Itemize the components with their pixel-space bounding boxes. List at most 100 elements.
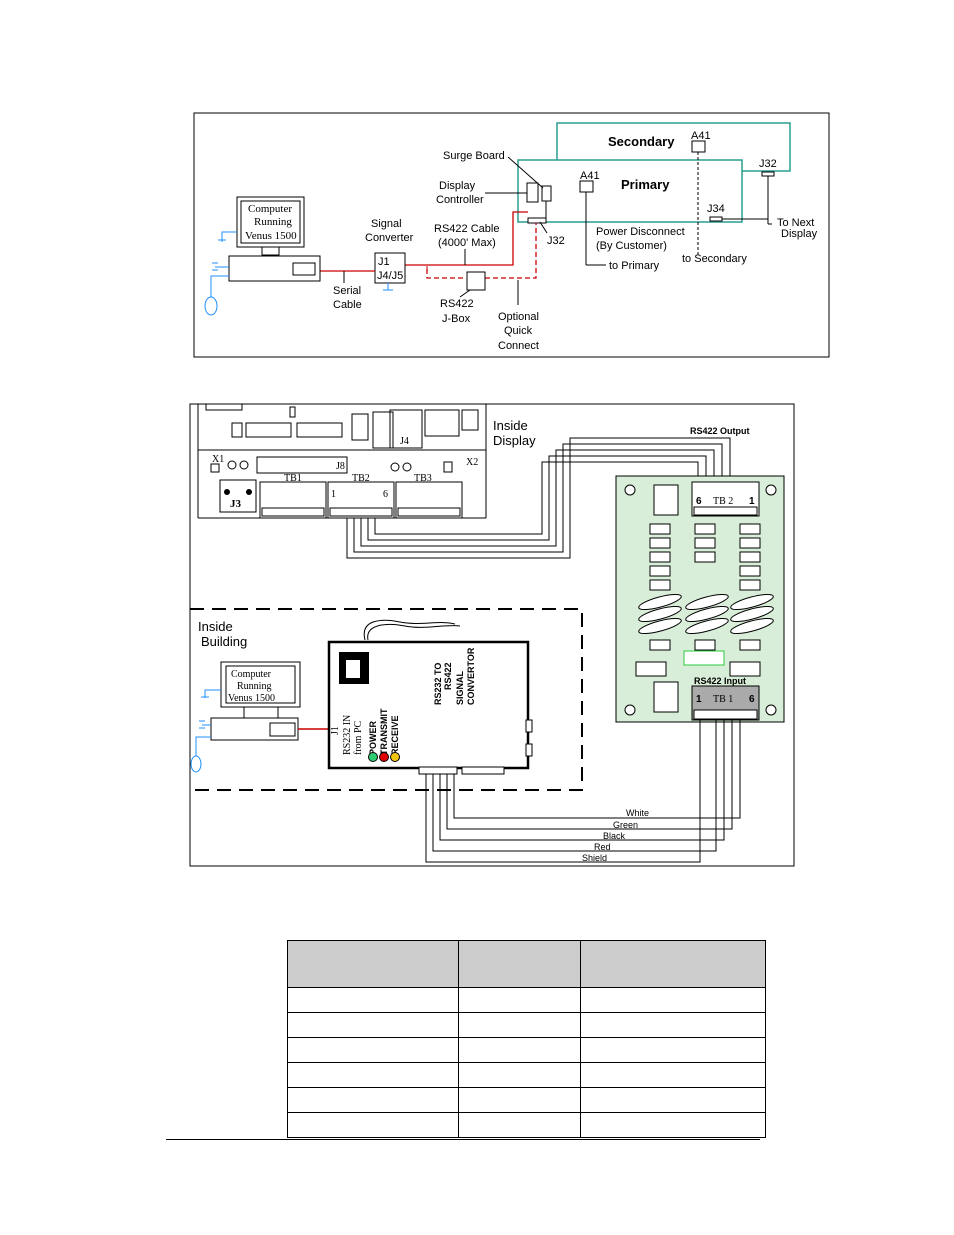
table-cell [458, 1112, 581, 1138]
signal-converter-label: Signal [371, 218, 402, 230]
wiring-table [287, 940, 766, 1138]
x1-label: X1 [212, 454, 224, 465]
wire-white-label: White [626, 808, 649, 818]
bottom-wiring-diagram: J4 J8 X1 X2 J3 TB1 TB2 TB3 1 6 Inside Di… [189, 403, 795, 867]
table-row [287, 1112, 766, 1138]
computer2-label-2: Running [237, 681, 271, 692]
tb1-right-pin1: 1 [696, 694, 702, 705]
convertor-title-4: CONVERTOR [466, 647, 476, 705]
table-header-cell [580, 940, 766, 988]
display-controller-label-2: Controller [436, 194, 484, 206]
table-cell [458, 987, 581, 1013]
tb1-board-label: TB1 [284, 473, 302, 484]
table-cell [580, 1112, 766, 1138]
table-cell [287, 1062, 459, 1088]
power-led [368, 752, 378, 762]
inside-display-label-2: Display [493, 433, 536, 448]
footer-rule [166, 1139, 760, 1140]
primary-cabinet [517, 159, 743, 223]
table-cell [458, 1037, 581, 1063]
table-row [287, 1012, 766, 1038]
display-controller-label: Display [439, 180, 476, 192]
rs422-output-label: RS422 Output [690, 426, 750, 436]
a41-primary-label: A41 [580, 170, 600, 182]
top-wiring-diagram: Secondary A41 Primary A41 J32 J34 Surge … [193, 112, 830, 358]
power-disconnect-label-2: (By Customer) [596, 240, 667, 252]
tb2-pin6-label: 6 [383, 489, 388, 500]
table-cell [580, 1062, 766, 1088]
table-cell [287, 1087, 459, 1113]
to-primary-label: to Primary [609, 260, 660, 272]
table-cell [458, 1062, 581, 1088]
table-header-cell [458, 940, 581, 988]
transmit-led [379, 752, 389, 762]
j4j5-label: J4/J5 [377, 270, 403, 282]
signal-converter-label-2: Converter [365, 232, 414, 244]
tb2-right-label: TB 2 [713, 496, 733, 507]
rs422-jbox [466, 271, 486, 291]
inside-building-label-2: Building [201, 634, 247, 649]
jbox-label-2: J-Box [442, 313, 471, 325]
wire-red-label: Red [594, 842, 611, 852]
computer-label: Computer [248, 203, 292, 215]
table-cell [580, 1012, 766, 1038]
inside-display-label: Inside [493, 418, 528, 433]
tb1-right-label: TB 1 [713, 694, 733, 705]
rs422-cable-label: RS422 Cable [434, 223, 499, 235]
table-cell [287, 1012, 459, 1038]
table-header-row [287, 940, 766, 988]
computer-label-2: Running [254, 216, 292, 228]
signal-converter-box [374, 252, 406, 284]
power-disconnect-label: Power Disconnect [596, 226, 685, 238]
table-header-cell [287, 940, 459, 988]
j34-label: J34 [707, 203, 725, 215]
table-row [287, 987, 766, 1013]
table-row [287, 1087, 766, 1113]
tb2-right-pin6: 6 [696, 496, 702, 507]
to-next-display-label-2: Display [781, 228, 818, 240]
display-controller-board: J4 J8 X1 X2 J3 TB1 TB2 TB3 1 6 [197, 403, 487, 519]
jbox-label: RS422 [440, 298, 474, 310]
primary-label: Primary [621, 177, 670, 192]
signal-convertor-box: RS232 TO RS422 SIGNAL CONVERTOR RS232 IN… [327, 619, 533, 775]
power-label: POWER [368, 720, 378, 755]
rs232-in-label: RS232 IN [342, 715, 353, 755]
receive-label: RECEIVE [390, 715, 400, 755]
table-cell [287, 987, 459, 1013]
tb2-pin1-label: 1 [331, 489, 336, 500]
wire-green-label: Green [613, 820, 638, 830]
x2-label: X2 [466, 457, 478, 468]
inside-building-label: Inside [198, 619, 233, 634]
wire-black-label: Black [603, 831, 626, 841]
j32-right-label: J32 [759, 158, 777, 170]
to-next-display-label: To Next [777, 217, 814, 229]
surge-board-label: Surge Board [443, 150, 505, 162]
a41-secondary-label: A41 [691, 130, 711, 142]
computer-label-3: Venus 1500 [245, 230, 297, 242]
table-cell [458, 1087, 581, 1113]
wire-shield-label: Shield [582, 853, 607, 863]
secondary-label: Secondary [608, 134, 675, 149]
j32-lower-label: J32 [547, 235, 565, 247]
tb3-board-label: TB3 [414, 473, 432, 484]
convertor-title: RS232 TO [433, 663, 443, 705]
rs422-input-label: RS422 Input [694, 676, 746, 686]
mouse-icon-2 [190, 755, 202, 773]
j1-label: J1 [378, 256, 390, 268]
to-secondary-label: to Secondary [682, 253, 747, 265]
convertor-title-2: RS422 [443, 662, 453, 690]
tb2-board-label: TB2 [352, 473, 370, 484]
serial-cable-label-2: Cable [333, 299, 362, 311]
mouse-icon [204, 296, 218, 316]
convertor-title-3: SIGNAL [455, 670, 465, 705]
table-cell [580, 1087, 766, 1113]
rs232-in-label-2: from PC [353, 721, 364, 756]
transmit-label: TRANSMIT [379, 708, 389, 755]
j32-lower-connector [527, 217, 547, 224]
tb2-right-pin1: 1 [749, 496, 755, 507]
quick-connect-label-2: Quick [504, 325, 533, 337]
j8-label: J8 [336, 461, 345, 472]
table-row [287, 1062, 766, 1088]
table-cell [580, 1037, 766, 1063]
quick-connect-label-3: Connect [498, 340, 539, 352]
